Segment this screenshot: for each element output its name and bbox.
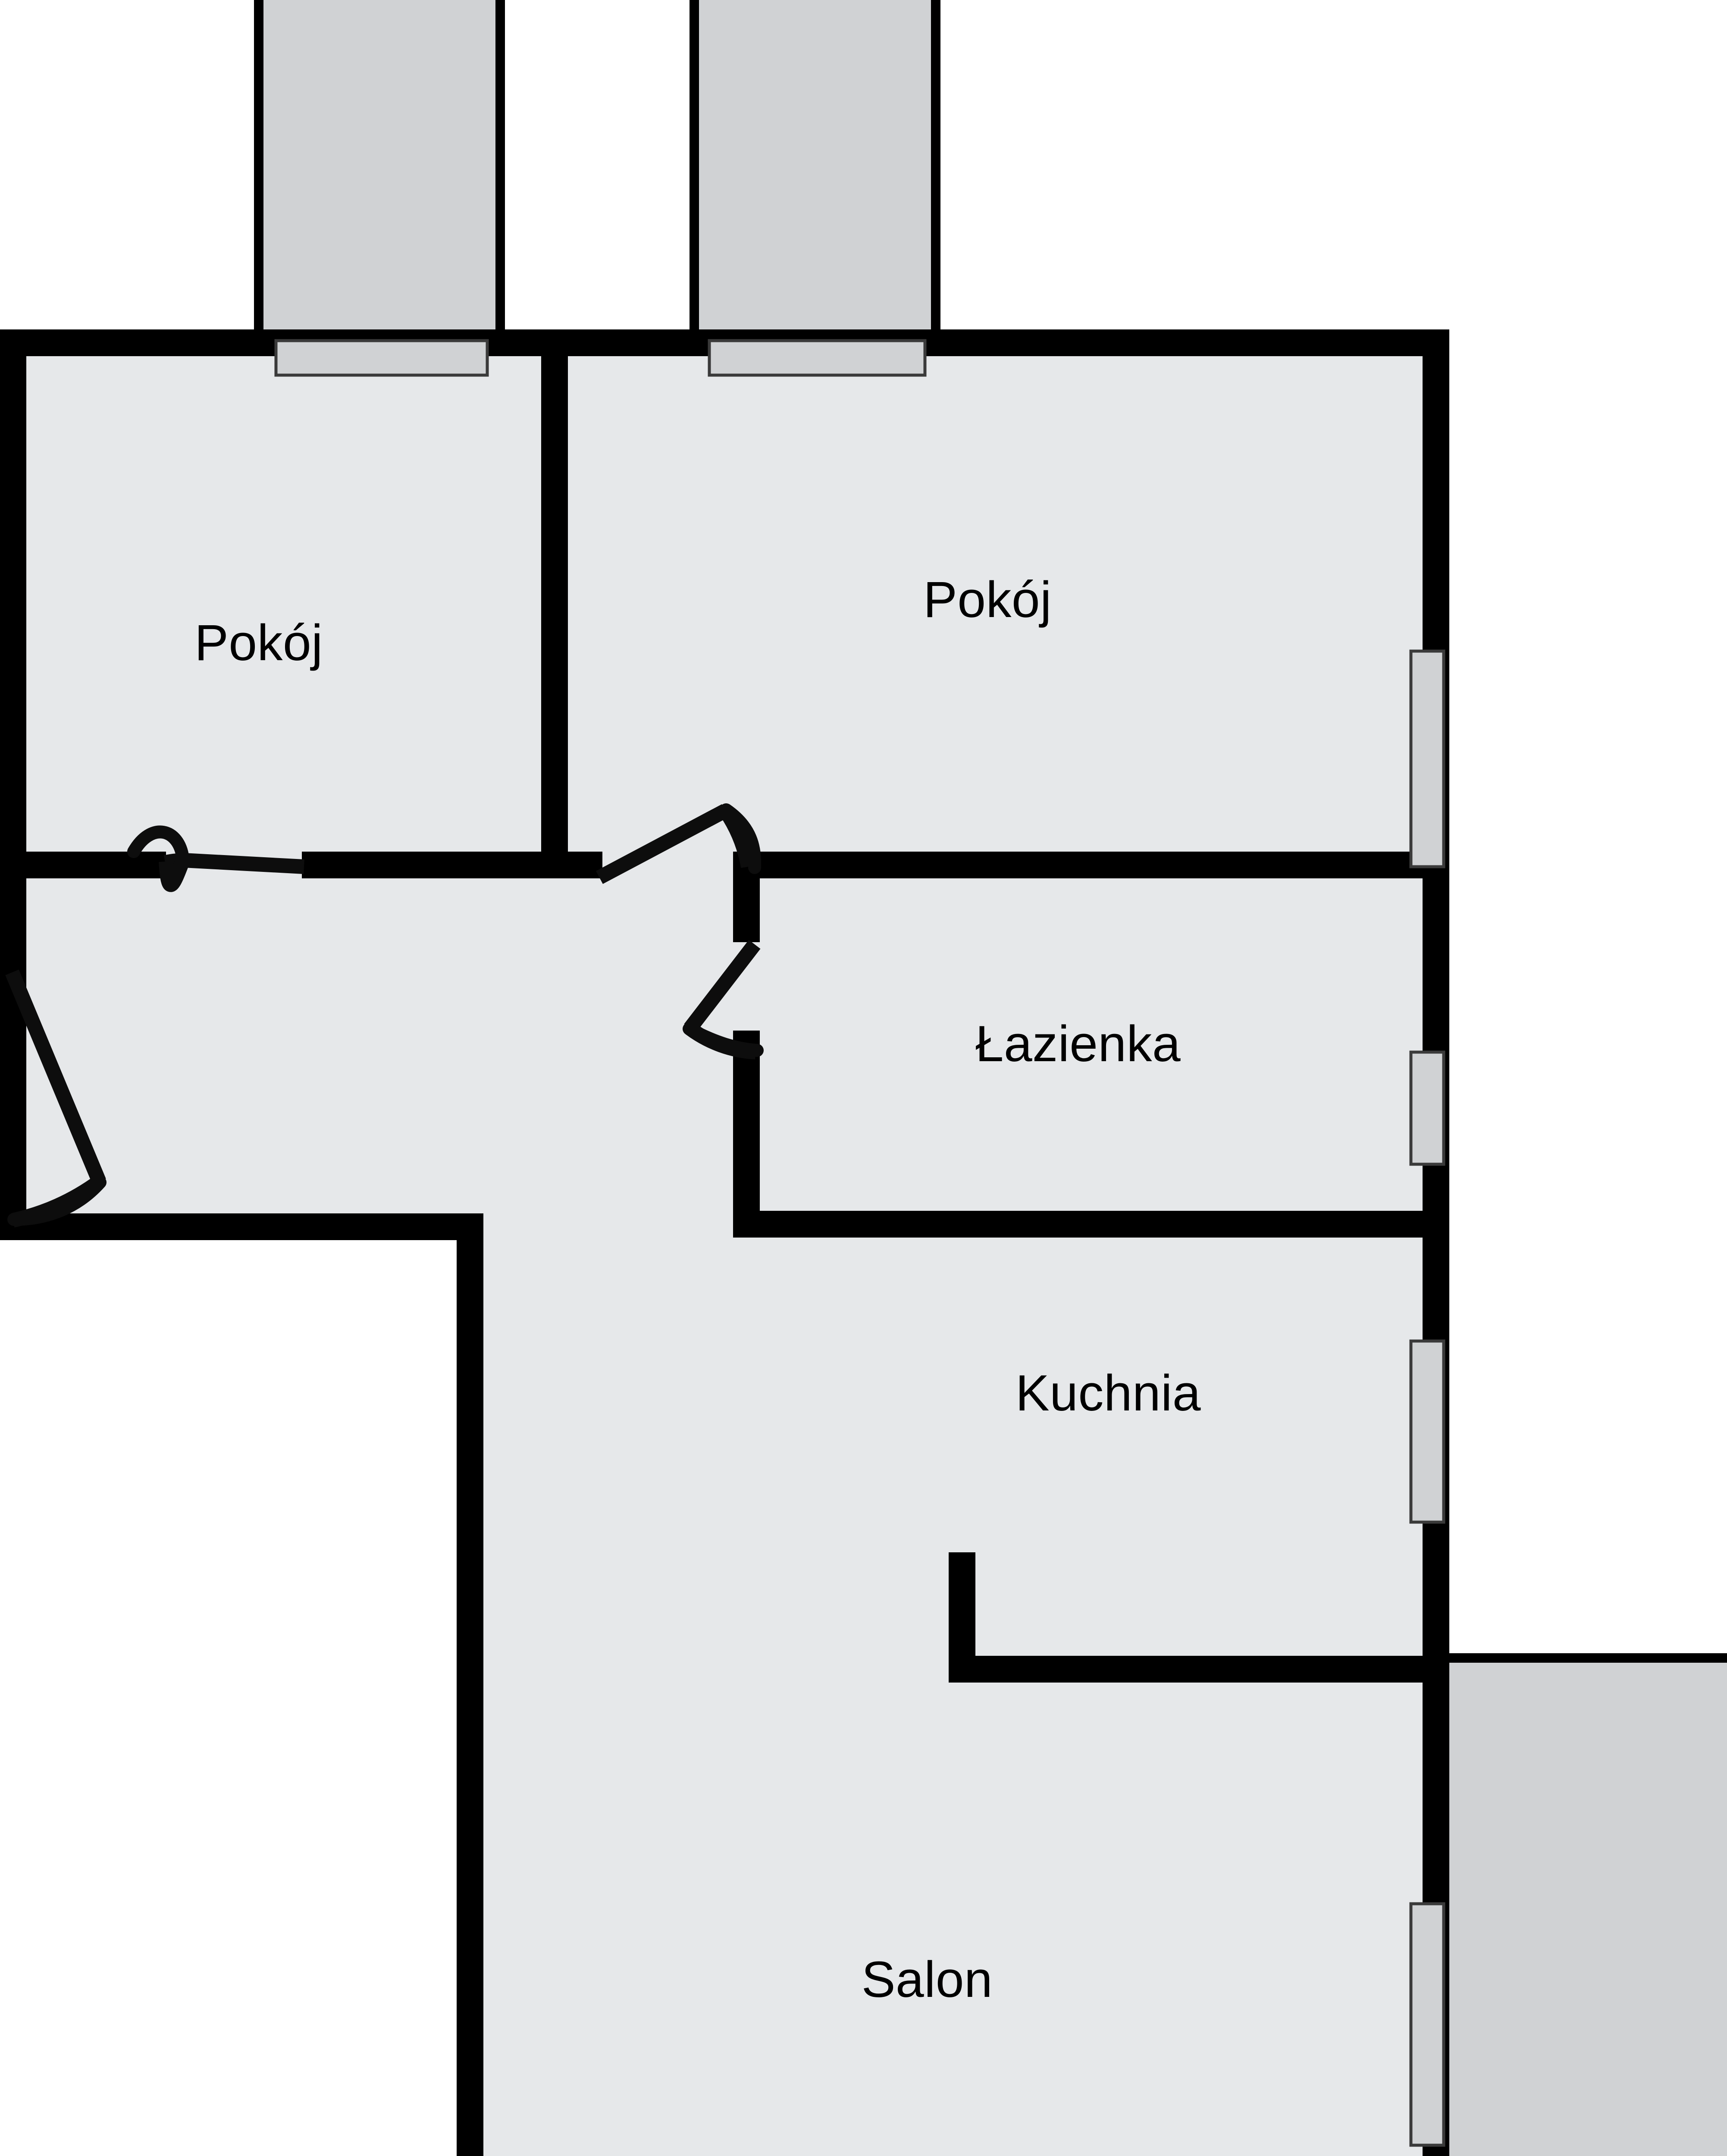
wall-door-stub-pokoj-right xyxy=(568,852,602,878)
swing-curve-lazienka xyxy=(683,1022,764,1057)
kitchen-counter xyxy=(949,1552,975,1656)
window-right-kuchnia xyxy=(1409,1339,1445,1524)
balcony-right xyxy=(690,0,940,354)
room-label-lazienka: Łazienka xyxy=(975,1015,1181,1072)
door-swing-curves xyxy=(7,803,764,1226)
door-pokoj-left-swing xyxy=(159,857,190,892)
windows xyxy=(274,339,1445,2147)
room-label-kuchnia: Kuchnia xyxy=(1016,1365,1201,1422)
swing-curve-pokoj-left xyxy=(127,825,189,865)
wall-lazienka-left-bottom xyxy=(733,1031,760,1238)
wall-pokoj-left-bottom-b xyxy=(302,852,568,878)
window-top-left xyxy=(274,339,489,377)
wall-kuchnia-salon xyxy=(949,1656,1436,1683)
exterior-walls xyxy=(0,329,1449,2156)
room-labels: Pokój Pokój Łazienka Kuchnia Salon xyxy=(194,571,1201,2008)
window-right-pokoj xyxy=(1409,649,1445,868)
balcony-left xyxy=(254,0,505,354)
interior-walls xyxy=(13,343,1436,1683)
outdoor-areas xyxy=(254,0,1727,2156)
room-label-salon: Salon xyxy=(862,1951,993,2008)
swing-curve-entrance xyxy=(7,1176,107,1226)
wall-pokoj-right-bottom xyxy=(733,852,1436,878)
room-label-pokoj-left: Pokój xyxy=(194,614,323,671)
window-top-right xyxy=(708,339,927,377)
wall-lazienka-kuchnia xyxy=(733,1211,1436,1238)
room-label-pokoj-right: Pokój xyxy=(923,571,1052,628)
door-pokoj-left-leaf xyxy=(183,853,304,874)
swing-curve-pokoj-right xyxy=(720,803,762,874)
door-entrance-leaf xyxy=(5,969,106,1185)
wall-pokoj-left-bottom-a xyxy=(13,852,166,878)
window-right-salon xyxy=(1409,1902,1445,2147)
window-right-lazienka xyxy=(1409,1050,1445,1166)
door-pokoj-right-leaf xyxy=(596,804,729,884)
terrace xyxy=(1420,1653,1727,2156)
wall-lazienka-left-top xyxy=(733,878,760,942)
wall-between-pokoje xyxy=(541,343,568,865)
apartment-floor xyxy=(13,343,1436,2156)
door-lazienka-leaf xyxy=(684,940,761,1033)
